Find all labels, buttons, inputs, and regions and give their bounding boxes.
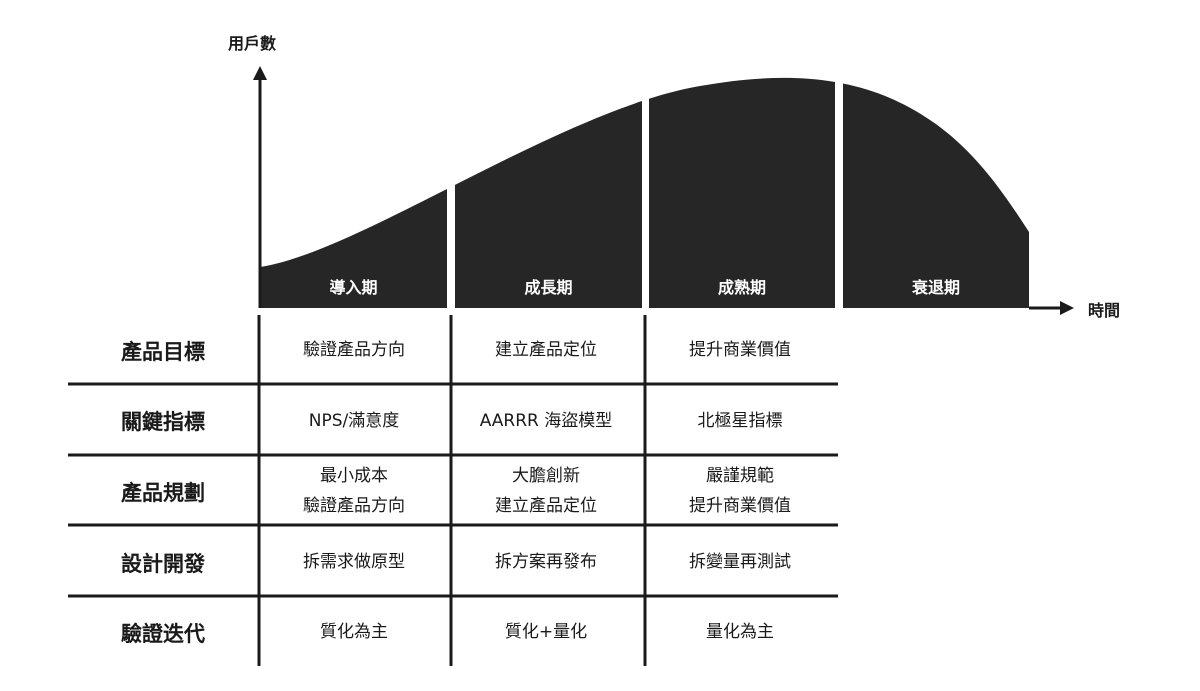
table-cell: 質化+量化	[451, 598, 641, 666]
stage-label-maturity: 成熟期	[717, 278, 766, 297]
cell-line: 驗證產品方向	[303, 340, 405, 360]
stage-bar-introduction	[260, 268, 447, 308]
table-cell: 北極星指標	[645, 386, 835, 455]
cell-line: 最小成本	[320, 466, 388, 486]
row-header-validation-iteration: 驗證迭代	[121, 622, 205, 646]
table-cell: 提升商業價值	[645, 316, 835, 384]
table-cell: 大膽創新 建立產品定位	[451, 457, 641, 525]
table-cell: NPS/滿意度	[259, 386, 449, 455]
cell-line: 驗證產品方向	[303, 496, 405, 516]
cell-line: 量化為主	[706, 622, 774, 642]
cell-line: 拆需求做原型	[303, 551, 405, 572]
table-cell: 拆需求做原型	[259, 527, 449, 596]
curve-segment-introduction	[260, 188, 447, 268]
row-header-key-metric: 關鍵指標	[121, 410, 205, 434]
row-header-product-planning: 產品規劃	[121, 481, 205, 505]
curve-segment-growth	[455, 101, 642, 268]
table-cell: 最小成本 驗證產品方向	[259, 457, 449, 525]
table-cell: 量化為主	[645, 598, 835, 666]
stage-label-decline: 衰退期	[911, 278, 960, 297]
cell-line: 質化+量化	[504, 622, 588, 642]
stage-label-growth: 成長期	[524, 278, 573, 297]
cell-line: 北極星指標	[697, 410, 783, 431]
curve-segment-maturity	[649, 77, 835, 268]
cell-line: 嚴謹規範	[706, 466, 774, 486]
table-cell: 質化為主	[259, 598, 449, 666]
stage-label-introduction: 導入期	[329, 278, 378, 297]
cell-line: 拆方案再發布	[495, 551, 597, 572]
cell-line: 提升商業價值	[689, 340, 791, 360]
row-header-product-goal: 產品目標	[121, 340, 205, 364]
table-cell: 拆變量再測試	[645, 527, 835, 596]
cell-line: 提升商業價值	[689, 496, 791, 516]
stage-bar-growth	[455, 268, 642, 308]
cell-line: AARRR 海盜模型	[479, 410, 613, 431]
stage-bar-maturity	[649, 268, 835, 308]
table-cell: 驗證產品方向	[259, 316, 449, 384]
cell-line: NPS/滿意度	[308, 410, 400, 431]
y-axis-label: 用戶數	[228, 34, 277, 53]
row-header-design-development: 設計開發	[121, 552, 205, 576]
cell-line: 建立產品定位	[495, 340, 597, 360]
table-cell: 拆方案再發布	[451, 527, 641, 596]
curve-segment-decline	[843, 83, 1029, 268]
cell-line: 大膽創新	[512, 466, 580, 486]
x-axis-arrow-icon	[1060, 301, 1074, 315]
cell-line: 拆變量再測試	[689, 551, 791, 572]
stage-bar-decline	[843, 268, 1029, 308]
y-axis-arrow-icon	[253, 66, 267, 80]
table-cell: AARRR 海盜模型	[451, 386, 641, 455]
table-cell: 建立產品定位	[451, 316, 641, 384]
cell-line: 建立產品定位	[495, 496, 597, 516]
table-cell: 嚴謹規範 提升商業價值	[645, 457, 835, 525]
x-axis-label: 時間	[1088, 301, 1121, 320]
cell-line: 質化為主	[320, 622, 388, 642]
